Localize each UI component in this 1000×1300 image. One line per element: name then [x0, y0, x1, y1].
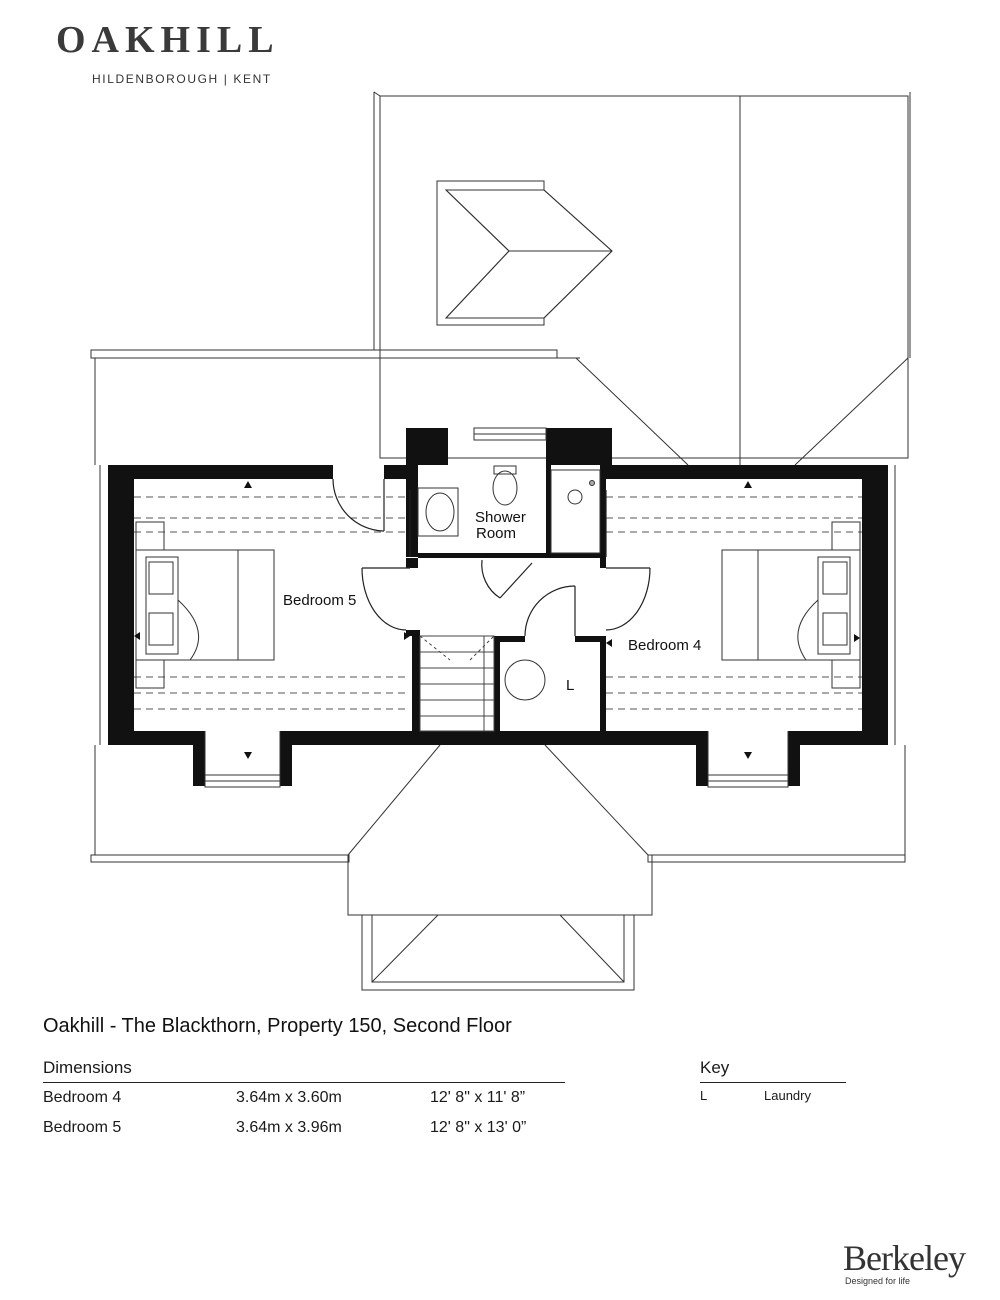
shower-room-label: Shower	[475, 509, 526, 526]
key-title: Key	[700, 1058, 846, 1083]
bed-bedroom4	[721, 521, 861, 689]
laundry-marker: L	[566, 677, 574, 694]
dimensions-title: Dimensions	[43, 1058, 565, 1083]
bed-bedroom5	[135, 521, 275, 689]
shower-fixtures	[417, 465, 601, 554]
berkeley-logo: Berkeley Designed for life	[843, 1238, 966, 1286]
logo-tagline: Designed for life	[845, 1276, 911, 1286]
roof-dormer	[436, 180, 613, 326]
dimension-room: Bedroom 4	[43, 1089, 122, 1106]
measurement-arrows	[134, 481, 860, 759]
roof-eaves	[90, 349, 909, 745]
roof-lower	[90, 744, 906, 991]
key-table: Key L Laundry	[700, 1058, 846, 1103]
bedroom5-label: Bedroom 5	[283, 592, 356, 609]
roof-upper	[373, 91, 911, 465]
brand-location: HILDENBOROUGH | KENT	[92, 72, 272, 86]
bedroom4-label: Bedroom 4	[628, 637, 701, 654]
staircase	[419, 635, 495, 732]
dimension-imperial: 12' 8" x 13' 0”	[430, 1119, 527, 1136]
laundry-appliance	[504, 659, 546, 701]
key-row: L Laundry	[700, 1088, 846, 1103]
dimension-imperial: 12' 8" x 11' 8”	[430, 1089, 526, 1106]
headroom-lines	[134, 496, 862, 710]
brand-name: OAKHILL	[56, 19, 280, 61]
floor-plan: Shower Room Bedroom 5 Bedroom 4 L	[90, 91, 911, 991]
dimension-room: Bedroom 5	[43, 1119, 122, 1136]
dimensions-row: Bedroom 4 3.64m x 3.60m 12' 8" x 11' 8”	[43, 1083, 565, 1113]
shower-room-label-2: Room	[476, 525, 516, 542]
dormer-windows	[204, 427, 789, 788]
dimension-metric: 3.64m x 3.96m	[236, 1119, 342, 1136]
doors	[332, 478, 651, 637]
key-code: L	[700, 1088, 708, 1103]
dimensions-row: Bedroom 5 3.64m x 3.96m 12' 8" x 13' 0”	[43, 1113, 565, 1143]
key-meaning: Laundry	[764, 1088, 811, 1103]
dimensions-table: Dimensions Bedroom 4 3.64m x 3.60m 12' 8…	[43, 1058, 565, 1143]
walls	[108, 428, 888, 786]
dimension-metric: 3.64m x 3.60m	[236, 1089, 342, 1106]
logo-name: Berkeley	[843, 1238, 966, 1278]
plan-caption: Oakhill - The Blackthorn, Property 150, …	[43, 1015, 512, 1037]
brand-block: OAKHILL HILDENBOROUGH | KENT	[56, 19, 316, 86]
